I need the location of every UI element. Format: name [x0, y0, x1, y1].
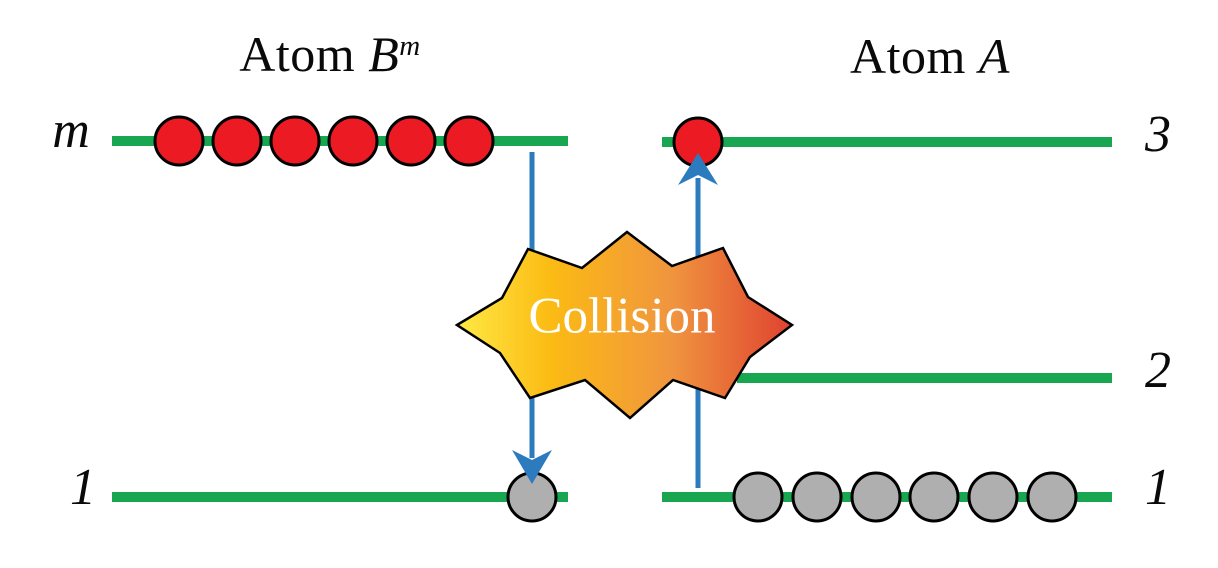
- collision-label: Collision: [528, 288, 716, 345]
- atom-b-title: Atom Bm: [239, 29, 420, 79]
- down-arrowhead-icon: [512, 450, 552, 484]
- atom-b-title-prefix: Atom: [239, 26, 356, 82]
- population-particles: [153, 115, 1078, 523]
- atom-b-title-superscript: m: [399, 30, 421, 63]
- up-arrowhead-icon: [678, 153, 718, 185]
- collision-burst: [454, 230, 795, 420]
- level-label-atom-a-2: 2: [1145, 342, 1171, 399]
- atom-a-level-1-particle: [1026, 471, 1078, 523]
- atom-a-level-1-particle: [791, 471, 843, 523]
- atom-a-title-symbol: A: [978, 28, 1010, 84]
- atom-b-level-m-particle: [269, 115, 321, 167]
- atom-b-level-m-particle: [211, 115, 263, 167]
- level-label-atom-b-1: 1: [70, 459, 96, 516]
- atom-b-level-m-particle: [327, 115, 379, 167]
- atom-a-level-1-particle: [967, 471, 1019, 523]
- level-label-atom-a-3: 3: [1145, 106, 1171, 163]
- atom-a-title-prefix: Atom: [850, 28, 966, 84]
- atom-b-level-m-particle: [153, 115, 205, 167]
- atom-a-level-1-particle: [850, 471, 902, 523]
- atom-b-level-m-particle: [443, 115, 495, 167]
- level-label-atom-a-1: 1: [1145, 459, 1171, 516]
- atom-b-title-symbol: B: [368, 26, 400, 82]
- atom-a-level-1-particle: [732, 471, 784, 523]
- atom-a-title: Atom A: [850, 31, 1010, 81]
- atom-b-level-m-particle: [385, 115, 437, 167]
- atom-a-level-1-particle: [908, 471, 960, 523]
- level-label-atom-b-m: m: [52, 102, 90, 159]
